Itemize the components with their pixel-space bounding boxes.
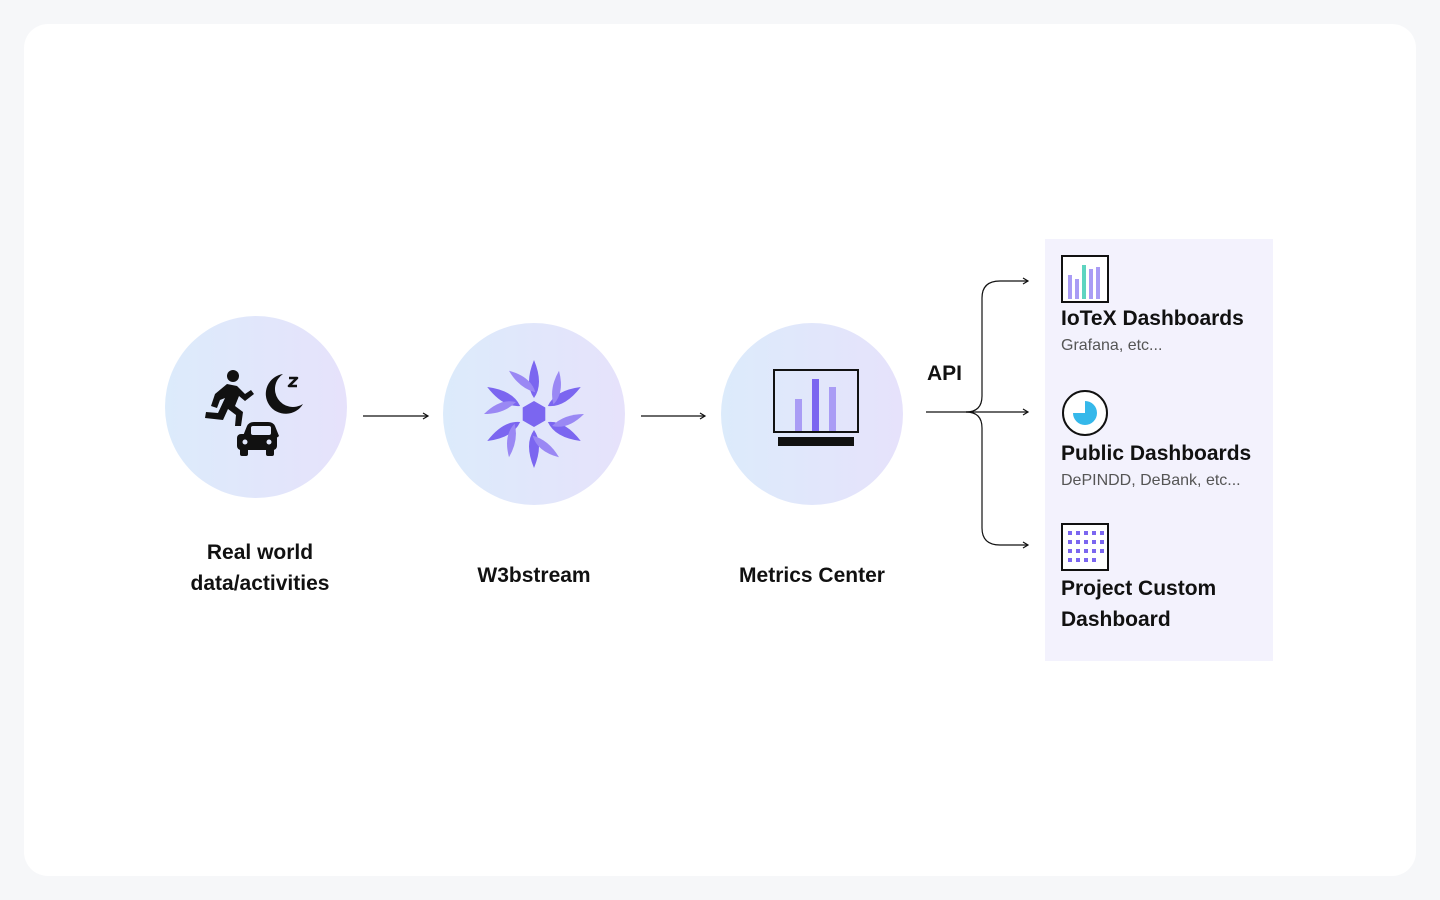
pie-chart-icon	[1062, 390, 1108, 436]
w3bstream-node	[443, 323, 625, 505]
w3bstream-petals	[484, 360, 584, 468]
w3bstream-logo-icon	[484, 360, 584, 468]
dot-grid-icon	[1061, 523, 1109, 571]
public-dashboards-subtitle: DePINDD, DeBank, etc...	[1061, 472, 1241, 489]
iotex-dashboards-title: IoTeX Dashboards	[1061, 307, 1244, 330]
real-world-icons	[205, 370, 303, 456]
bar-chart-icon	[1061, 255, 1109, 303]
running-person-icon	[205, 370, 254, 426]
real-world-label: Real world data/activities	[190, 541, 330, 595]
w3bstream-hexagon	[522, 401, 546, 427]
metrics-center-node	[721, 323, 903, 505]
public-dashboards-title: Public Dashboards	[1061, 442, 1252, 465]
api-label: API	[927, 362, 963, 385]
dashboards-panel: IoTeX Dashboards Grafana, etc... Public …	[1045, 239, 1273, 661]
metrics-center-label: Metrics Center	[739, 564, 885, 587]
project-custom-dashboard-title: Project Custom Dashboard	[1061, 577, 1217, 631]
iotex-dashboards-subtitle: Grafana, etc...	[1061, 337, 1163, 354]
moon-sleep-icon	[265, 374, 303, 414]
w3bstream-label: W3bstream	[477, 564, 591, 587]
car-icon	[237, 422, 279, 456]
monitor-bar-chart-icon	[773, 369, 859, 446]
real-world-node	[165, 316, 347, 498]
